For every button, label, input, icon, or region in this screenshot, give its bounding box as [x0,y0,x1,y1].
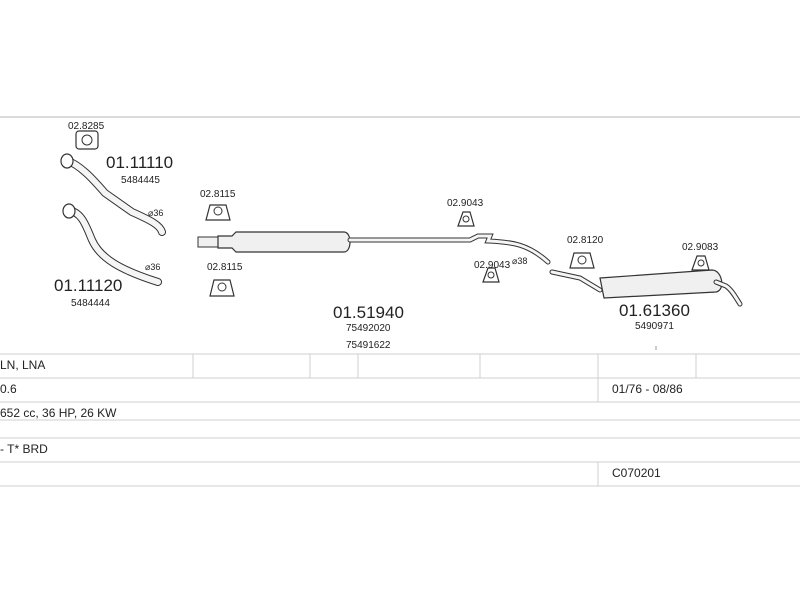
vehicle-model: LN, LNA [0,358,46,372]
mount-clamp-4[interactable] [457,211,475,227]
mount-clamp-1[interactable] [75,130,99,150]
middle-silencer[interactable] [197,231,551,265]
mount-label-7: 02.9083 [682,242,719,253]
front-pipe-2-oe: 5484444 [71,298,110,309]
middle-silencer-oe2: 75491622 [346,340,391,351]
mount-clamp-7[interactable] [691,255,710,271]
front-pipe-2[interactable] [62,203,162,286]
mount-label-4: 02.9043 [447,198,484,209]
mount-clamp-6[interactable] [569,252,595,269]
rear-silencer-number: 01.61360 [619,301,690,320]
middle-silencer-oe1: 75492020 [346,323,391,334]
catalog-code: C070201 [612,466,661,480]
diameter-label-2: ⌀36 [145,262,160,272]
engine-spec: 652 cc, 36 HP, 26 KW [0,406,117,420]
mount-clamp-3[interactable] [209,279,235,297]
diameter-label-3: ⌀38 [512,256,527,266]
front-pipe-1-number: 01.11110 [106,153,173,172]
mount-label-2: 02.8115 [200,189,236,200]
front-pipe-1-oe: 5484445 [121,175,160,186]
production-years: 01/76 - 08/86 [612,382,683,396]
engine-code: 0.6 [0,382,17,396]
mount-label-5: 02.9043 [474,260,511,271]
rear-silencer-oe: 5490971 [635,321,674,332]
front-pipe-2-number: 01.11120 [54,276,122,295]
vehicle-type: - T* BRD [0,442,48,456]
spec-table-grid [0,353,800,487]
front-pipe-1[interactable] [60,153,166,236]
diameter-label-1: ⌀36 [148,208,163,218]
mount-clamp-2[interactable] [205,204,231,221]
rear-silencer[interactable] [549,269,743,307]
middle-silencer-number: 01.51940 [333,303,404,322]
mount-label-3: 02.8115 [207,262,243,273]
mount-label-1: 02.8285 [68,121,105,132]
mount-label-6: 02.8120 [567,235,604,246]
mount-clamp-5[interactable] [482,267,500,283]
